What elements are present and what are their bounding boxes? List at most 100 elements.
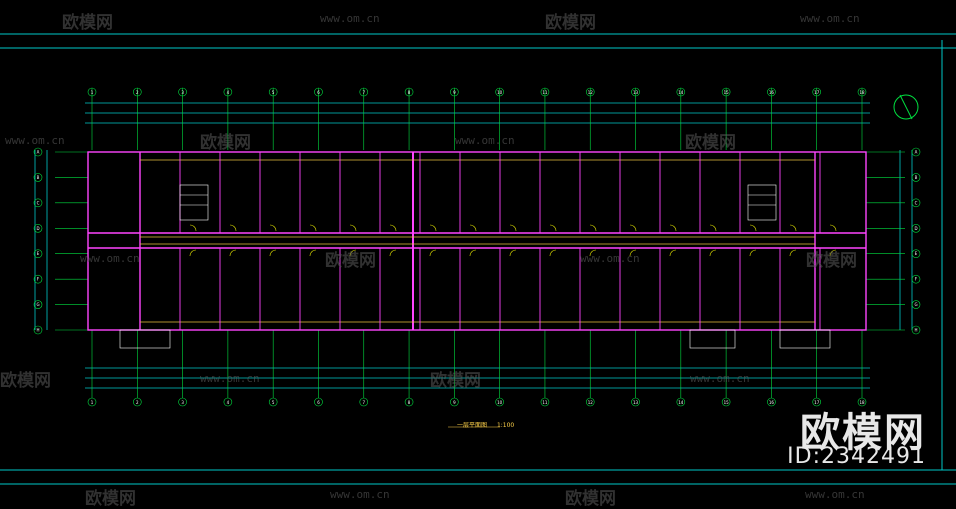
cad-drawing-canvas: 1122334455667788991010111112121313141415…: [0, 33, 956, 485]
grid-row-label: A: [37, 150, 40, 155]
door-swing: [189, 249, 197, 257]
grid-column-label: 7: [362, 400, 365, 405]
watermark-logo: 欧模网: [685, 133, 736, 153]
grid-row-label: G: [36, 302, 39, 307]
building-walls: [87, 151, 867, 331]
frame-lines: [0, 33, 956, 485]
door-swing: [789, 224, 797, 232]
grid-bubble: [812, 397, 822, 407]
grid-bubble: [911, 173, 921, 182]
grid-row-label: A: [915, 150, 918, 155]
grid-bubble: [767, 87, 776, 97]
grid-column-label: 16: [769, 400, 775, 405]
grid-bubble: [812, 87, 822, 97]
door-swing: [469, 249, 477, 257]
grid-column-label: 15: [724, 90, 730, 95]
grid-column-label: 17: [814, 400, 820, 405]
grid-bubble: [540, 87, 550, 97]
grid-bubble: [404, 397, 414, 407]
grid-bubble: [33, 325, 43, 335]
watermark-logo: 欧模网: [565, 489, 616, 509]
grid-column-lines: 1122334455667788991010111112121313141415…: [87, 87, 867, 407]
grid-bubble: [857, 87, 867, 97]
door-swing: [509, 249, 517, 257]
grid-bubble: [223, 397, 233, 407]
grid-bubble: [767, 397, 776, 407]
door-swing: [829, 224, 837, 232]
grid-bubble: [911, 249, 921, 259]
door-swing: [669, 224, 677, 232]
grid-bubble: [676, 397, 686, 407]
watermark-url: www.om.cn: [330, 488, 390, 501]
grid-row-label: F: [915, 277, 918, 282]
grid-column-label: 16: [769, 90, 775, 95]
grid-column-label: 6: [317, 90, 320, 95]
door-swing: [389, 249, 397, 257]
door-swing: [349, 224, 357, 232]
grid-bubble: [404, 87, 414, 97]
grid-bubble: [178, 397, 187, 407]
grid-column-label: 12: [588, 90, 594, 95]
watermark-url: www.om.cn: [80, 252, 140, 265]
grid-bubble: [911, 325, 921, 335]
grid-column-label: 11: [542, 400, 548, 405]
grid-bubble: [911, 300, 921, 309]
grid-bubble: [33, 223, 43, 233]
door-swing: [749, 249, 757, 257]
door-swing: [269, 224, 277, 232]
watermark-logo: 欧模网: [430, 371, 481, 391]
grid-row-label: G: [914, 302, 917, 307]
door-swing: [229, 224, 237, 232]
grid-column-label: 6: [317, 400, 320, 405]
watermark-logo: 欧模网: [325, 251, 376, 271]
door-swing: [709, 224, 717, 232]
watermark-url: www.om.cn: [320, 12, 380, 25]
grid-bubble: [540, 397, 550, 407]
watermark-logo: 欧模网: [62, 13, 113, 33]
grid-bubble: [359, 397, 369, 407]
grid-row-label: C: [915, 200, 918, 205]
door-swing: [469, 224, 477, 232]
door-swing: [589, 249, 597, 257]
grid-bubble: [87, 87, 97, 97]
grid-row-label: D: [36, 226, 39, 231]
door-swing: [509, 224, 517, 232]
door-swing: [629, 249, 637, 257]
grid-bubble: [33, 300, 43, 309]
door-swing: [269, 249, 277, 257]
door-swing: [429, 249, 437, 257]
grid-row-label: B: [915, 175, 918, 180]
brand-logo-text: 欧模网: [800, 410, 926, 456]
grid-bubble: [33, 249, 43, 259]
grid-bubble: [450, 87, 459, 97]
grid-bubble: [268, 87, 278, 97]
watermark-logo: 欧模网: [0, 371, 51, 391]
grid-column-label: 4: [227, 400, 230, 405]
grid-bubble: [495, 397, 504, 407]
grid-bubble: [268, 397, 278, 407]
grid-column-label: 12: [588, 400, 594, 405]
grid-column-label: 5: [272, 400, 275, 405]
grid-row-label: C: [37, 200, 40, 205]
grid-column-label: 13: [633, 90, 639, 95]
north-arrow-icon: [893, 94, 919, 120]
grid-column-label: 18: [859, 90, 865, 95]
grid-bubble: [314, 87, 323, 97]
door-swing: [829, 249, 837, 257]
door-swing: [229, 249, 237, 257]
stairs: [179, 184, 777, 221]
door-swing: [389, 224, 397, 232]
grid-column-label: 11: [542, 90, 548, 95]
watermark-url: www.om.cn: [200, 372, 260, 385]
grid-column-label: 9: [453, 90, 456, 95]
door-swing: [789, 249, 797, 257]
watermark-url: www.om.cn: [580, 252, 640, 265]
grid-column-label: 10: [497, 90, 503, 95]
grid-bubble: [178, 87, 187, 97]
watermark-logo: 欧模网: [806, 251, 857, 271]
grid-column-label: 4: [227, 90, 230, 95]
grid-bubble: [495, 87, 504, 97]
door-swing: [349, 249, 357, 257]
grid-bubble: [631, 397, 640, 407]
grid-bubble: [33, 147, 43, 157]
